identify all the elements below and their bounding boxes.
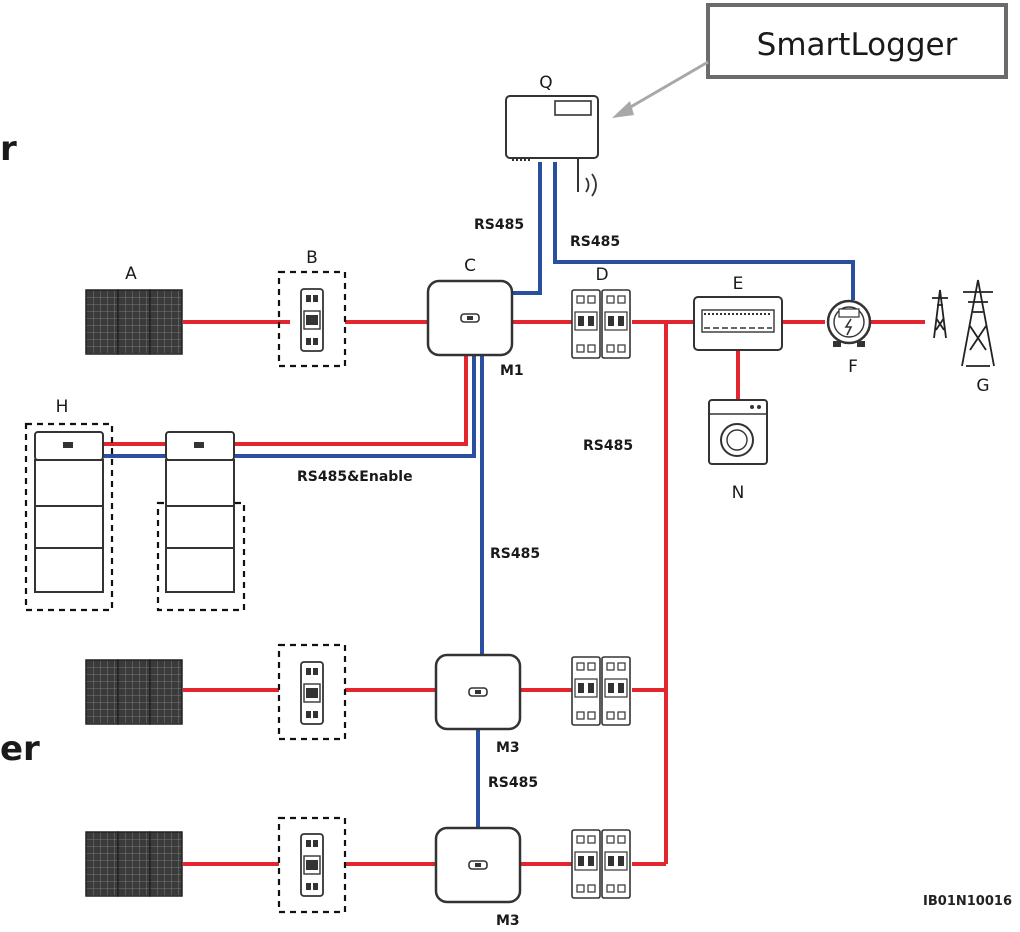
callout-arrowhead	[612, 101, 634, 118]
label-n: N	[732, 483, 745, 503]
label-d: D	[595, 265, 608, 285]
distribution-box-e	[693, 296, 783, 351]
label-f: F	[848, 357, 858, 377]
pv-array-a	[85, 289, 183, 355]
smartlogger-callout-box	[706, 3, 1008, 79]
dc-switch-3	[277, 816, 347, 914]
link-label-m2-m3: RS485	[488, 775, 538, 791]
link-label-q-f: RS485	[570, 234, 620, 250]
load-n	[708, 399, 768, 465]
ac-breakers-2	[571, 656, 631, 726]
link-label-bus: RS485	[583, 438, 633, 454]
grid-tower-g	[932, 279, 995, 367]
inverter-m3	[434, 826, 522, 904]
smartlogger-device	[505, 95, 599, 197]
pv-array-3	[85, 831, 183, 897]
callout-arrow	[621, 60, 709, 114]
link-label-q-c: RS485	[474, 217, 524, 233]
comm-lines	[104, 162, 855, 828]
power-lines	[104, 320, 925, 866]
ac-breakers-d	[571, 289, 631, 359]
pv-array-2	[85, 659, 183, 725]
side-label-bottom: er	[0, 729, 40, 769]
figure-code: IB01N10016	[923, 894, 1012, 909]
smartlogger-callout-label: SmartLogger	[757, 27, 958, 63]
label-a: A	[125, 264, 137, 284]
label-g: G	[976, 376, 989, 396]
battery-h	[24, 422, 246, 612]
inverter-m2	[434, 653, 522, 731]
label-e: E	[733, 274, 744, 294]
label-h: H	[56, 397, 69, 417]
label-q: Q	[539, 73, 552, 93]
dc-switch-2	[277, 643, 347, 741]
power-meter-f	[826, 299, 872, 347]
port-m1: M1	[500, 363, 524, 379]
label-c: C	[464, 256, 476, 276]
link-label-c-m2: RS485	[490, 546, 540, 562]
label-b: B	[306, 248, 318, 268]
port-m3-upper: M3	[496, 740, 520, 756]
port-m3-lower: M3	[496, 913, 520, 929]
side-label-top: r	[0, 129, 17, 169]
link-label-battery: RS485&Enable	[297, 469, 413, 485]
ac-breakers-3	[571, 829, 631, 899]
dc-switch-b	[277, 270, 347, 368]
inverter-c	[426, 279, 514, 357]
